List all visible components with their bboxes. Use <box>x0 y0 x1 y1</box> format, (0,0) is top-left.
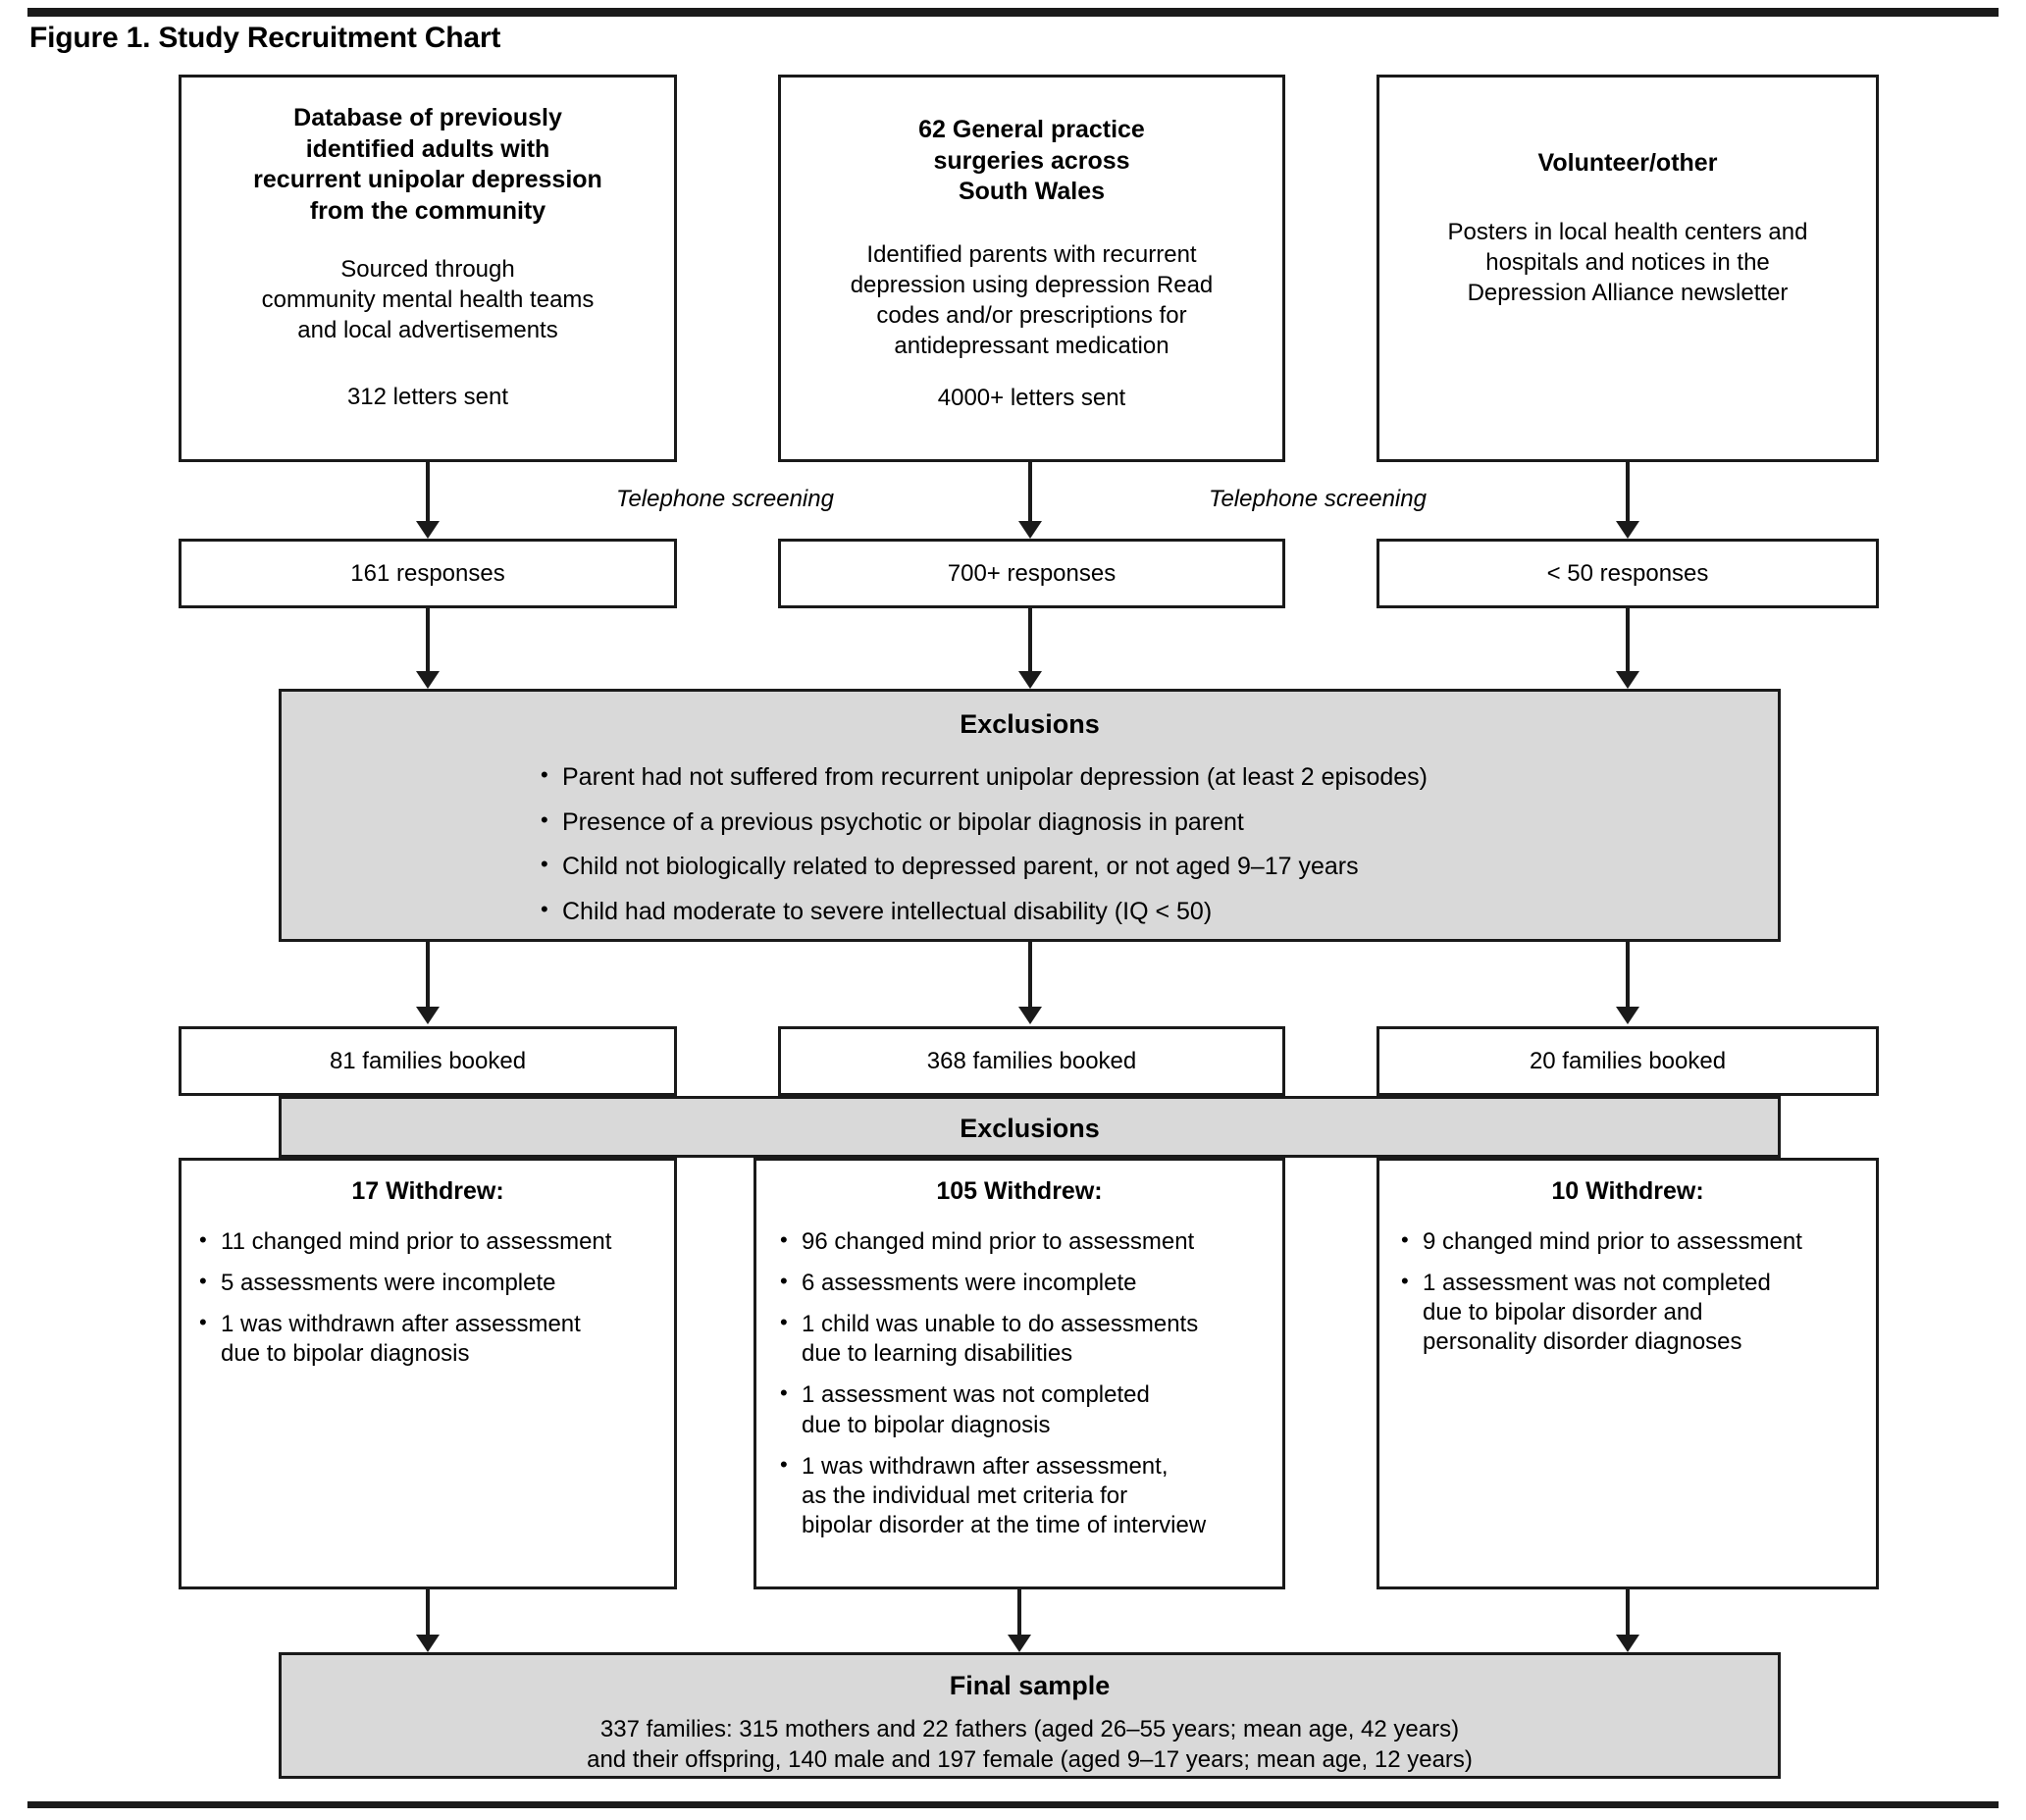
source-title-line: surgeries across <box>933 146 1130 175</box>
bottom-rule <box>27 1801 1999 1808</box>
letters-sent-community: 312 letters sent <box>346 383 509 410</box>
withdrew-box-general-practice: 105 Withdrew: 96 changed mind prior to a… <box>753 1158 1285 1589</box>
withdrew-item: 5 assessments were incomplete <box>195 1268 664 1298</box>
responses-box-volunteer: < 50 responses <box>1377 539 1879 608</box>
source-box-volunteer: Volunteer/other Posters in local health … <box>1377 75 1879 462</box>
source-box-community: Database of previously identified adults… <box>179 75 677 462</box>
source-detail-line: Posters in local health centers and <box>1447 218 1808 245</box>
withdrew-heading-volunteer: 10 Withdrew: <box>1551 1177 1704 1205</box>
source-detail-line: codes and/or prescriptions for <box>876 301 1187 329</box>
source-title-line: Database of previously <box>293 104 562 131</box>
exclusion-item: Child had moderate to severe intellectua… <box>537 896 1778 928</box>
source-detail-line: and local advertisements <box>297 317 558 344</box>
exclusions-primary-list: Parent had not suffered from recurrent u… <box>537 761 1778 928</box>
source-detail-line: depression using depression Read <box>850 271 1214 298</box>
source-title-line: 62 General practice <box>918 116 1145 143</box>
source-detail-line: antidepressant medication <box>894 333 1169 360</box>
source-title-community: Database of previously identified adults… <box>182 103 674 227</box>
source-title-line: Volunteer/other <box>1537 149 1718 177</box>
top-rule <box>27 8 1999 17</box>
source-detail-line: hospitals and notices in the <box>1485 248 1770 276</box>
source-detail-line: Sourced through <box>340 256 515 283</box>
source-detail-line: community mental health teams <box>261 286 595 314</box>
families-booked-box-volunteer: 20 families booked <box>1377 1026 1879 1096</box>
withdrew-item: 96 changed mind prior to assessment <box>776 1225 1276 1257</box>
exclusions-secondary-bar: Exclusions <box>279 1096 1781 1158</box>
source-title-line: South Wales <box>958 178 1106 205</box>
withdrew-item: 9 changed mind prior to assessment <box>1397 1225 1866 1257</box>
withdrew-item: 11 changed mind prior to assessment <box>195 1225 664 1257</box>
source-detail-community: Sourced through community mental health … <box>182 254 674 346</box>
withdrew-box-volunteer: 10 Withdrew: 9 changed mind prior to ass… <box>1377 1158 1879 1589</box>
source-title-line: from the community <box>309 196 546 225</box>
responses-value-volunteer: < 50 responses <box>1546 560 1709 587</box>
source-title-volunteer: Volunteer/other <box>1379 148 1876 180</box>
responses-box-community: 161 responses <box>179 539 677 608</box>
final-sample-heading: Final sample <box>949 1671 1111 1700</box>
exclusion-item: Parent had not suffered from recurrent u… <box>537 761 1778 794</box>
source-detail-line: Identified parents with recurrent <box>866 240 1197 268</box>
source-detail-general-practice: Identified parents with recurrent depres… <box>781 239 1282 362</box>
withdrew-item: 1 was withdrawn after assessment, as the… <box>776 1451 1276 1541</box>
source-title-line: identified adults with <box>305 134 550 163</box>
final-sample-detail: 337 families: 315 mothers and 22 fathers… <box>282 1714 1778 1775</box>
withdrew-heading-general-practice: 105 Withdrew: <box>936 1177 1103 1205</box>
responses-value-general-practice: 700+ responses <box>947 560 1117 587</box>
exclusions-primary-box: Exclusions Parent had not suffered from … <box>279 689 1781 942</box>
families-booked-value-volunteer: 20 families booked <box>1529 1048 1727 1074</box>
final-sample-line: and their offspring, 140 male and 197 fe… <box>587 1746 1473 1774</box>
withdrew-box-community: 17 Withdrew: 11 changed mind prior to as… <box>179 1158 677 1589</box>
letters-sent-general-practice: 4000+ letters sent <box>937 385 1126 412</box>
exclusion-item: Child not biologically related to depres… <box>537 851 1778 883</box>
withdrew-item: 1 child was unable to do assessments due… <box>776 1309 1276 1369</box>
final-sample-line: 337 families: 315 mothers and 22 fathers… <box>599 1716 1460 1743</box>
withdrew-heading-community: 17 Withdrew: <box>351 1177 504 1205</box>
screening-label-1: Telephone screening <box>616 486 834 512</box>
source-detail-volunteer: Posters in local health centers and hosp… <box>1379 217 1876 309</box>
withdrew-list-volunteer: 9 changed mind prior to assessment 1 ass… <box>1397 1225 1866 1358</box>
screening-label-2: Telephone screening <box>1209 486 1427 512</box>
responses-box-general-practice: 700+ responses <box>778 539 1285 608</box>
withdrew-list-community: 11 changed mind prior to assessment 5 as… <box>195 1225 664 1370</box>
source-box-general-practice: 62 General practice surgeries across Sou… <box>778 75 1285 462</box>
exclusion-item: Presence of a previous psychotic or bipo… <box>537 806 1778 839</box>
source-title-line: recurrent unipolar depression <box>253 166 602 193</box>
source-title-general-practice: 62 General practice surgeries across Sou… <box>781 115 1282 208</box>
withdrew-item: 1 assessment was not completed due to bi… <box>776 1379 1276 1439</box>
final-sample-box: Final sample 337 families: 315 mothers a… <box>279 1652 1781 1779</box>
families-booked-box-general-practice: 368 families booked <box>778 1026 1285 1096</box>
figure-title: Figure 1. Study Recruitment Chart <box>29 22 501 54</box>
withdrew-item: 1 assessment was not completed due to bi… <box>1397 1268 1866 1358</box>
families-booked-value-general-practice: 368 families booked <box>926 1048 1137 1074</box>
source-detail-line: Depression Alliance newsletter <box>1467 279 1789 306</box>
withdrew-item: 1 was withdrawn after assessment due to … <box>195 1309 664 1369</box>
withdrew-list-general-practice: 96 changed mind prior to assessment 6 as… <box>776 1225 1276 1541</box>
withdrew-item: 6 assessments were incomplete <box>776 1268 1276 1298</box>
families-booked-value-community: 81 families booked <box>329 1048 527 1074</box>
responses-value-community: 161 responses <box>350 560 505 587</box>
exclusions-primary-heading: Exclusions <box>960 709 1100 739</box>
exclusions-secondary-heading: Exclusions <box>960 1114 1100 1143</box>
families-booked-box-community: 81 families booked <box>179 1026 677 1096</box>
